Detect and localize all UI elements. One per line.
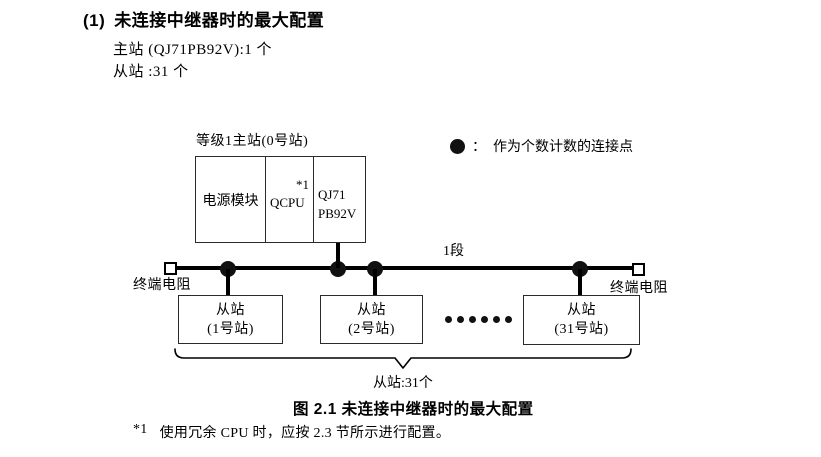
footnote-text: 使用冗余 CPU 时，应按 2.3 节所示进行配置。: [159, 426, 451, 441]
section-heading: (1) 未连接中继器时的最大配置: [83, 10, 324, 32]
cpu-label: QCPU: [270, 195, 305, 210]
ellipsis-dot: [445, 316, 452, 323]
connection-point-icon: [450, 138, 465, 154]
ellipsis-dot: [469, 316, 476, 323]
ellipsis-dot: [505, 316, 512, 323]
section-title: 未连接中继器时的最大配置: [114, 11, 325, 30]
terminating-resistor-left-label: 终端电阻: [133, 278, 191, 293]
master-drop-line: [336, 243, 340, 268]
power-module-cell: 电源模块: [196, 157, 266, 242]
slave-station-2-box: 从站 (2号站): [320, 295, 423, 344]
terminating-resistor-right: [632, 263, 645, 276]
terminating-resistor-left: [164, 262, 177, 275]
slave-station-2-line2: (2号站): [348, 321, 395, 337]
slave-station-1-line1: 从站: [216, 302, 245, 318]
footnote-marker: *1: [133, 422, 148, 437]
segment-label: 1段: [443, 244, 464, 259]
slave-station-1-line2: (1号站): [207, 321, 254, 337]
cpu-footnote-marker: *1: [296, 177, 309, 192]
ellipsis-dot: [493, 316, 500, 323]
terminating-resistor-right-label: 终端电阻: [610, 281, 668, 296]
slave-station-1-box: 从站 (1号站): [178, 295, 283, 344]
slave-station-31-box: 从站 (31号站): [523, 295, 640, 345]
section-index: (1): [83, 11, 106, 30]
ellipsis-dot: [481, 316, 488, 323]
slave1-drop-line: [226, 269, 230, 296]
legend-separator: ：: [472, 140, 486, 155]
slaves-brace: [174, 348, 632, 369]
slaves-count-label: 从站:31个: [373, 376, 433, 391]
legend-text: 作为个数计数的连接点: [493, 140, 633, 155]
slave-station-31-line1: 从站: [567, 303, 596, 318]
connection-dot: [330, 261, 346, 277]
footnote: *1 使用冗余 CPU 时，应按 2.3 节所示进行配置。: [133, 422, 450, 442]
figure-caption: 图 2.1 未连接中继器时的最大配置: [293, 401, 534, 418]
ellipsis-dots: [445, 316, 512, 323]
cpu-cell: *1 QCPU: [266, 157, 314, 242]
pb92v-label-line1: QJ71: [318, 187, 346, 202]
slave-station-2-line1: 从站: [357, 302, 386, 318]
pb92v-label-line2: PB92V: [318, 206, 357, 221]
slave-station-31-line2: (31号站): [554, 322, 609, 337]
legend: ： 作为个数计数的连接点: [450, 136, 633, 156]
master-station-box: 电源模块 *1 QCPU QJ71 PB92V: [195, 156, 366, 243]
bus-segment-line: [177, 266, 632, 270]
spec-master-count: 主站 (QJ71PB92V):1 个: [113, 42, 273, 58]
spec-slave-count: 从站 :31 个: [113, 64, 189, 80]
master-station-label: 等级1主站(0号站): [196, 134, 309, 149]
slave31-drop-line: [578, 269, 582, 296]
slave2-drop-line: [373, 269, 377, 296]
pb92v-cell: QJ71 PB92V: [314, 157, 365, 242]
ellipsis-dot: [457, 316, 464, 323]
